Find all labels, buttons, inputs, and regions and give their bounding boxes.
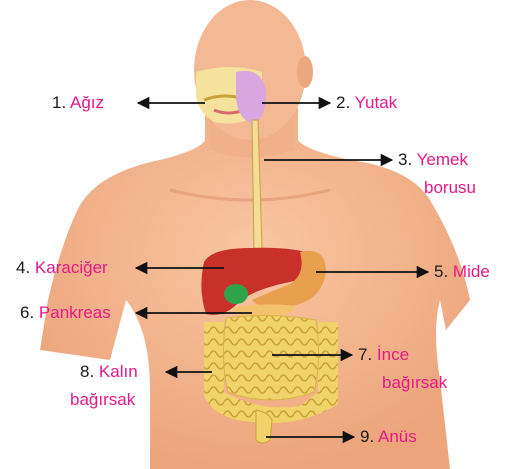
label-number: 6.	[20, 303, 34, 322]
label-number: 7.	[358, 345, 372, 364]
label-number: 1.	[52, 93, 66, 112]
label-name: Karaciğer	[35, 258, 108, 277]
ear-right	[297, 56, 313, 88]
label-name: Yemek	[417, 150, 468, 169]
label-large-intestine: 8. Kalın	[80, 362, 138, 382]
label-name: Kalın	[99, 362, 138, 381]
label-number: 8.	[80, 362, 94, 381]
label-number: 3.	[398, 150, 412, 169]
label-name: Yutak	[355, 93, 398, 112]
label-anus: 9. Anüs	[360, 427, 417, 447]
label-name: Anüs	[378, 427, 417, 446]
label-pancreas: 6. Pankreas	[20, 303, 111, 323]
label-name: Pankreas	[39, 303, 111, 322]
small-intestine-organ	[223, 315, 318, 400]
label-number: 4.	[16, 258, 30, 277]
label-name: İnce	[377, 345, 409, 364]
label-liver: 4. Karaciğer	[16, 258, 108, 278]
label-small-intestine-line2: bağırsak	[382, 373, 447, 393]
label-stomach: 5. Mide	[434, 262, 490, 282]
label-small-intestine: 7. İnce	[358, 345, 409, 365]
gallbladder-organ	[224, 284, 248, 304]
label-esophagus-line2: borusu	[424, 178, 476, 198]
label-esophagus: 3. Yemek	[398, 150, 468, 170]
label-number: 5.	[434, 262, 448, 281]
label-number: 2.	[336, 93, 350, 112]
label-name: Ağız	[70, 93, 104, 112]
label-name: Mide	[453, 262, 490, 281]
label-number: 9.	[360, 427, 374, 446]
label-pharynx: 2. Yutak	[336, 93, 397, 113]
label-mouth: 1. Ağız	[52, 93, 104, 113]
label-large-intestine-line2: bağırsak	[70, 390, 135, 410]
